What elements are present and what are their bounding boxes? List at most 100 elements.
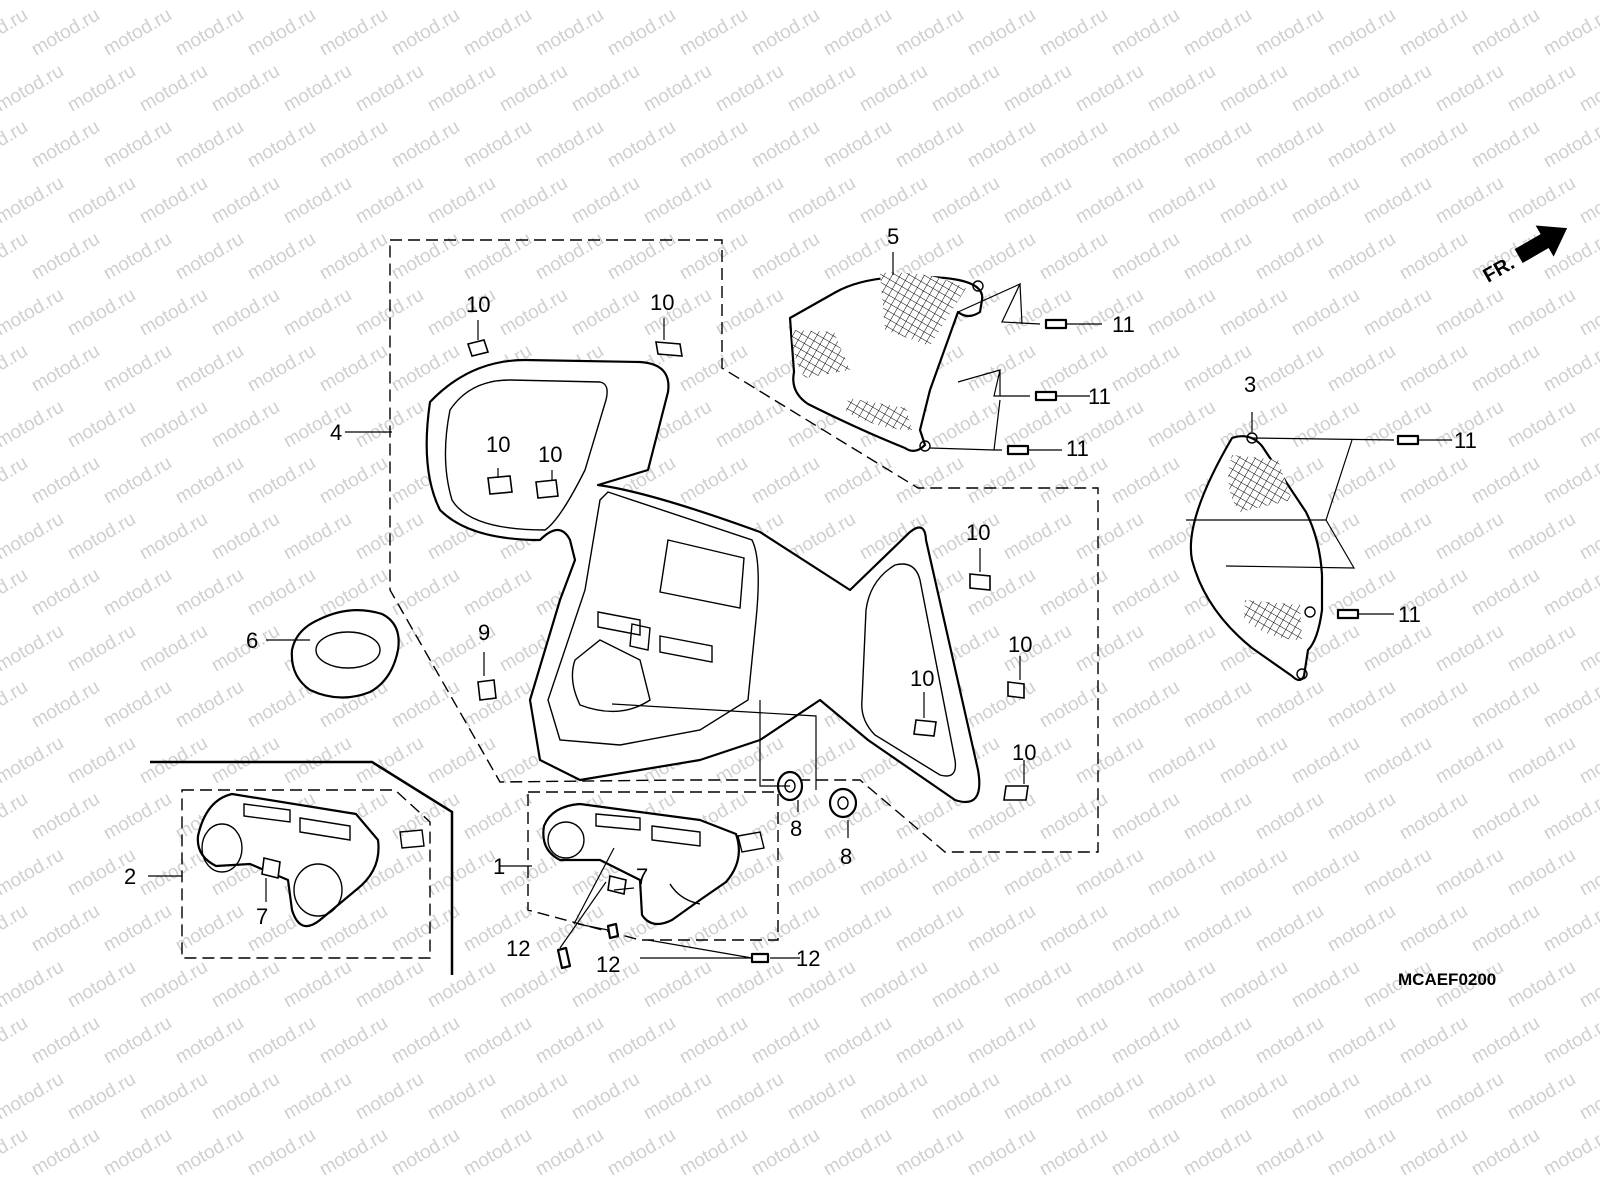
watermark-text: motod.ru bbox=[1180, 901, 1255, 957]
watermark-text: motod.ru bbox=[1072, 957, 1147, 1013]
watermark-text: motod.ru bbox=[172, 229, 247, 285]
watermark-text: motod.ru bbox=[1252, 677, 1327, 733]
watermark-text: motod.ru bbox=[0, 173, 67, 229]
callout-labels: 1 2 3 4 5 6 7 7 8 8 9 10 10 10 10 10 10 … bbox=[124, 224, 1477, 977]
watermark-text: motod.ru bbox=[1504, 61, 1579, 117]
watermark-text: motod.ru bbox=[460, 677, 535, 733]
watermark-text: motod.ru bbox=[1468, 5, 1543, 61]
watermark-text: motod.ru bbox=[640, 61, 715, 117]
watermark-text: motod.ru bbox=[1576, 173, 1600, 229]
watermark-text: motod.ru bbox=[1036, 565, 1111, 621]
watermark-text: motod.ru bbox=[532, 1013, 607, 1069]
watermark-text: motod.ru bbox=[28, 1013, 103, 1069]
watermark-text: motod.ru bbox=[1540, 789, 1600, 845]
left-grille-panel bbox=[788, 272, 984, 452]
watermark-text: motod.ru bbox=[1540, 5, 1600, 61]
watermark-text: motod.ru bbox=[1576, 733, 1600, 789]
watermark-text: motod.ru bbox=[0, 733, 67, 789]
watermark-text: motod.ru bbox=[1540, 341, 1600, 397]
watermark-text: motod.ru bbox=[568, 285, 643, 341]
watermark-text: motod.ru bbox=[1108, 341, 1183, 397]
watermark-text: motod.ru bbox=[748, 1013, 823, 1069]
watermark-text: motod.ru bbox=[1396, 901, 1471, 957]
watermark-text: motod.ru bbox=[1180, 677, 1255, 733]
watermark-text: motod.ru bbox=[1468, 1125, 1543, 1181]
watermark-text: motod.ru bbox=[280, 733, 355, 789]
watermark-text: motod.ru bbox=[0, 677, 31, 733]
watermark-text: motod.ru bbox=[604, 117, 679, 173]
part-7-clip-left bbox=[261, 857, 281, 879]
watermark-text: motod.ru bbox=[280, 61, 355, 117]
watermark-text: motod.ru bbox=[1072, 61, 1147, 117]
watermark-text: motod.ru bbox=[1000, 1069, 1075, 1125]
watermark-text: motod.ru bbox=[352, 1069, 427, 1125]
watermark-text: motod.ru bbox=[712, 61, 787, 117]
watermark-text: motod.ru bbox=[712, 285, 787, 341]
watermark-text: motod.ru bbox=[460, 5, 535, 61]
watermark-text: motod.ru bbox=[604, 1013, 679, 1069]
watermark-text: motod.ru bbox=[1180, 1013, 1255, 1069]
watermark-text: motod.ru bbox=[676, 453, 751, 509]
callout-part-10-f: 10 bbox=[1008, 632, 1032, 657]
watermark-text: motod.ru bbox=[748, 1125, 823, 1181]
watermark-text: motod.ru bbox=[460, 789, 535, 845]
callout-part-6: 6 bbox=[246, 628, 258, 653]
watermark-text: motod.ru bbox=[100, 677, 175, 733]
watermark-text: motod.ru bbox=[676, 1013, 751, 1069]
watermark-text: motod.ru bbox=[1144, 957, 1219, 1013]
watermark-text: motod.ru bbox=[1252, 901, 1327, 957]
watermark-text: motod.ru bbox=[1252, 117, 1327, 173]
watermark-text: motod.ru bbox=[1576, 1069, 1600, 1125]
watermark-text: motod.ru bbox=[1324, 901, 1399, 957]
watermark-text: motod.ru bbox=[136, 285, 211, 341]
watermark-text: motod.ru bbox=[892, 901, 967, 957]
watermark-text: motod.ru bbox=[64, 621, 139, 677]
watermark-text: motod.ru bbox=[1576, 845, 1600, 901]
watermark-text: motod.ru bbox=[820, 453, 895, 509]
watermark-text: motod.ru bbox=[1108, 1013, 1183, 1069]
watermark-text: motod.ru bbox=[712, 397, 787, 453]
watermark-text: motod.ru bbox=[1576, 397, 1600, 453]
watermark-text: motod.ru bbox=[1432, 621, 1507, 677]
watermark-text: motod.ru bbox=[280, 285, 355, 341]
watermark-text: motod.ru bbox=[0, 1069, 67, 1125]
watermark-text: motod.ru bbox=[28, 229, 103, 285]
watermark-text: motod.ru bbox=[1036, 901, 1111, 957]
watermark-text: motod.ru bbox=[208, 285, 283, 341]
callout-part-12-a: 12 bbox=[506, 936, 530, 961]
watermark-text: motod.ru bbox=[1072, 509, 1147, 565]
watermark-text: motod.ru bbox=[1540, 117, 1600, 173]
watermark-text: motod.ru bbox=[964, 1125, 1039, 1181]
watermark-text: motod.ru bbox=[1432, 0, 1507, 4]
watermark-text: motod.ru bbox=[1036, 229, 1111, 285]
watermark-text: motod.ru bbox=[64, 0, 139, 4]
watermark-text: motod.ru bbox=[172, 901, 247, 957]
watermark-text: motod.ru bbox=[424, 0, 499, 4]
watermark-text: motod.ru bbox=[1036, 1125, 1111, 1181]
watermark-text: motod.ru bbox=[604, 1125, 679, 1181]
watermark-text: motod.ru bbox=[208, 61, 283, 117]
watermark-text: motod.ru bbox=[280, 0, 355, 4]
watermark-text: motod.ru bbox=[1216, 0, 1291, 4]
watermark-text: motod.ru bbox=[1324, 229, 1399, 285]
watermark-text: motod.ru bbox=[316, 1125, 391, 1181]
watermark-text: motod.ru bbox=[0, 509, 67, 565]
watermark-text: motod.ru bbox=[280, 509, 355, 565]
watermark-text: motod.ru bbox=[1000, 509, 1075, 565]
watermark-text: motod.ru bbox=[1504, 957, 1579, 1013]
watermark-text: motod.ru bbox=[964, 453, 1039, 509]
watermark-text: motod.ru bbox=[0, 1013, 31, 1069]
watermark-text: motod.ru bbox=[1360, 61, 1435, 117]
watermark-text: motod.ru bbox=[496, 61, 571, 117]
watermark-text: motod.ru bbox=[208, 509, 283, 565]
watermark-text: motod.ru bbox=[1540, 453, 1600, 509]
watermark-text: motod.ru bbox=[1324, 1013, 1399, 1069]
watermark-text: motod.ru bbox=[1324, 117, 1399, 173]
watermark-text: motod.ru bbox=[424, 845, 499, 901]
watermark-text: motod.ru bbox=[1504, 285, 1579, 341]
watermark-text: motod.ru bbox=[1180, 789, 1255, 845]
watermark-text: motod.ru bbox=[388, 1125, 463, 1181]
watermark-text: motod.ru bbox=[172, 565, 247, 621]
watermark-text: motod.ru bbox=[676, 1125, 751, 1181]
watermark-text: motod.ru bbox=[172, 341, 247, 397]
